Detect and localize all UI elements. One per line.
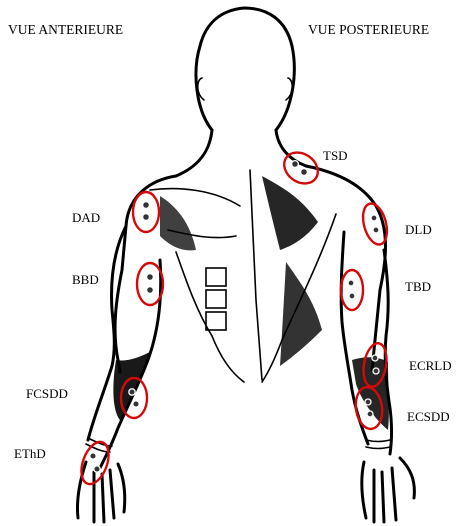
- head: [196, 8, 294, 130]
- spine: [250, 170, 262, 380]
- neck: [176, 130, 306, 176]
- label-dad: DAD: [72, 210, 100, 225]
- electrode-tbd: [341, 270, 363, 310]
- right-hand: [362, 458, 415, 522]
- anterior-view-title: VUE ANTERIEURE: [8, 22, 123, 37]
- label-ecsdd: ECSDD: [407, 409, 450, 424]
- label-fcsdd: FCSDD: [26, 386, 68, 401]
- abdominals: [206, 268, 226, 330]
- right-wrist-bands: [366, 440, 390, 449]
- label-bbd: BBD: [72, 272, 99, 287]
- waist: [212, 336, 282, 382]
- left-hand: [77, 462, 124, 522]
- electrode-dld: [359, 201, 391, 247]
- label-tbd: TBD: [405, 279, 431, 294]
- label-ethd: EThD: [14, 446, 46, 461]
- body-figure: [77, 8, 414, 522]
- back-shading: [160, 176, 322, 366]
- label-tsd: TSD: [323, 148, 348, 163]
- posterior-view-title: VUE POSTERIEURE: [308, 22, 429, 37]
- electrode-markers: [76, 146, 391, 488]
- label-ecrld: ECRLD: [409, 358, 452, 373]
- electrode-bbd: [137, 263, 163, 305]
- label-dld: DLD: [405, 222, 432, 237]
- electrode-dad: [133, 192, 159, 232]
